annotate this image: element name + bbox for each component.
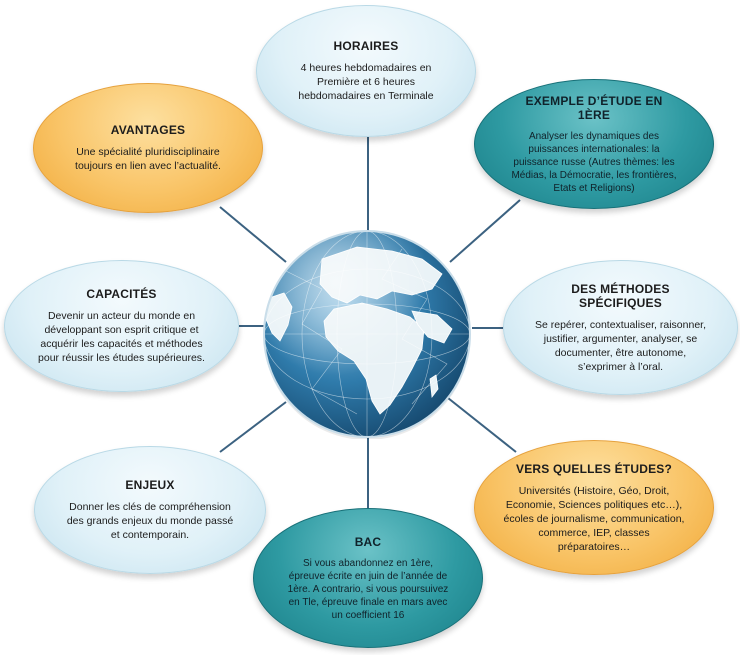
bubble-exemple: EXEMPLE D’ÉTUDE EN 1ÈRE Analyser les dyn… <box>474 79 714 209</box>
bubble-title: ENJEUX <box>125 478 175 492</box>
bubble-body: Universités (Histoire, Géo, Droit, Econo… <box>503 484 685 553</box>
bubble-avantages: AVANTAGES Une spécialité pluridisciplina… <box>33 83 263 213</box>
bubble-body: Donner les clés de compréhension des gra… <box>66 501 234 541</box>
bubble-methodes: DES MÉTHODES SPÉCIFIQUES Se repérer, con… <box>503 260 738 395</box>
bubble-bac: BAC Si vous abandonnez en 1ère, épreuve … <box>253 508 483 648</box>
globe-icon <box>263 230 471 439</box>
bubble-body: Devenir un acteur du monde en développan… <box>38 310 205 364</box>
bubble-title: CAPACITÉS <box>86 287 157 301</box>
bubble-body: Analyser les dynamiques des puissances i… <box>511 130 677 194</box>
connector-enjeux <box>219 401 287 453</box>
bubble-title: BAC <box>354 534 382 549</box>
connector-vers <box>447 397 517 453</box>
bubble-title: DES MÉTHODES SPÉCIFIQUES <box>571 281 670 310</box>
bubble-vers-quelles-etudes: VERS QUELLES ÉTUDES? Universités (Histoi… <box>474 440 714 575</box>
bubble-body: Se repérer, contextualiser, raisonner, j… <box>534 318 706 373</box>
bubble-horaires: HORAIRES 4 heures hebdomadaires en Premi… <box>256 5 476 137</box>
bubble-title: HORAIRES <box>333 39 399 53</box>
bubble-title: VERS QUELLES ÉTUDES? <box>515 461 673 476</box>
connector-avantages <box>219 206 287 263</box>
bubble-body: Une spécialité pluridisciplinaire toujou… <box>75 146 221 172</box>
bubble-body: Si vous abandonnez en 1ère, épreuve écri… <box>287 557 449 621</box>
bubble-capacites: CAPACITÉS Devenir un acteur du monde en … <box>4 260 239 392</box>
bubble-title: AVANTAGES <box>110 123 186 137</box>
connector-exemple <box>449 199 521 263</box>
bubble-title: EXEMPLE D’ÉTUDE EN 1ÈRE <box>525 93 663 122</box>
bubble-enjeux: ENJEUX Donner les clés de compréhension … <box>34 446 266 574</box>
bubble-body: 4 heures hebdomadaires en Première et 6 … <box>298 62 434 102</box>
